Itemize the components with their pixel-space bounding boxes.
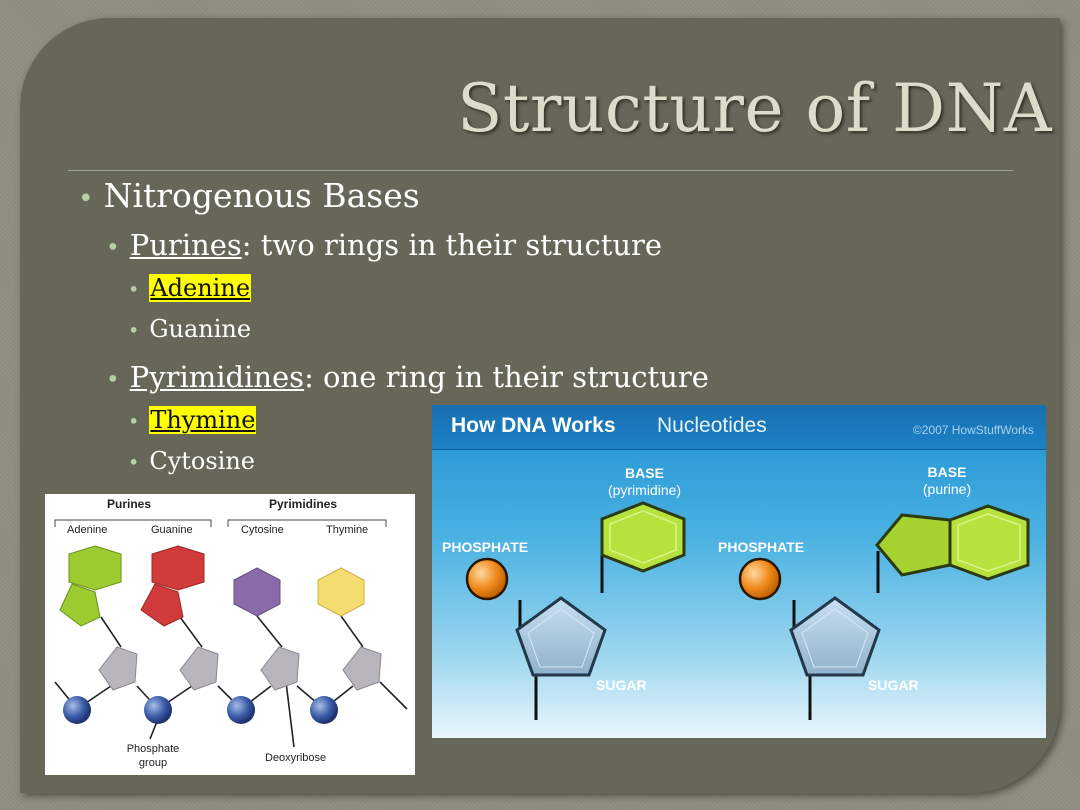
bullet-cytosine: • Cytosine [128, 447, 255, 475]
bullet-adenine: • Adenine [128, 274, 252, 302]
figure-title: How DNA Works [451, 414, 616, 437]
adenine-caption: Adenine [67, 524, 108, 536]
purines-header: Purines [107, 497, 152, 511]
phosphate-group-caption: Phosphate group [126, 743, 180, 769]
left-sugar-label: SUGAR [596, 677, 647, 693]
title-divider [68, 170, 1013, 171]
bullet-dot-icon: • [128, 319, 140, 342]
right-base-word: BASE [927, 464, 967, 480]
bullet-dot-icon: • [128, 278, 140, 301]
cytosine-label: Cytosine [149, 447, 255, 475]
adenine-label: Adenine [149, 274, 252, 302]
nucleotide-chain-diagram [54, 519, 408, 748]
slide-title: Structure of DNA [457, 70, 1052, 147]
bullet-dot-icon: • [128, 451, 140, 474]
left-base-label: BASE (pyrimidine) [597, 465, 692, 499]
left-phosphate-label: PHOSPHATE [442, 539, 529, 555]
nucleotides-diagram [465, 501, 1030, 720]
guanine-caption: Guanine [151, 524, 193, 536]
figure-header: How DNA Works Nucleotides ©2007 HowStuff… [432, 405, 1046, 450]
deoxyribose-caption: Deoxyribose [265, 752, 327, 764]
figure-subtitle: Nucleotides [657, 414, 767, 437]
bullet-purines: • Purines: two rings in their structure [106, 228, 662, 262]
pyrimidines-desc: : one ring in their structure [304, 360, 709, 394]
figure-copyright: ©2007 HowStuffWorks [912, 423, 1034, 437]
bullet-guanine: • Guanine [128, 315, 251, 343]
bullet-dot-icon: • [106, 365, 120, 393]
thymine-caption: Thymine [326, 524, 369, 536]
pyrimidines-header: Pyrimidines [269, 497, 338, 511]
right-base-type: (purine) [922, 481, 972, 497]
bullet-nitrogenous-bases: • Nitrogenous Bases [78, 176, 420, 215]
right-sugar-label: SUGAR [868, 677, 919, 693]
bullet-text: Nitrogenous Bases [103, 176, 420, 215]
left-base-type: (pyrimidine) [607, 482, 682, 498]
cytosine-caption: Cytosine [241, 524, 284, 536]
how-dna-works-figure: How DNA Works Nucleotides ©2007 HowStuff… [432, 405, 1046, 738]
left-base-word: BASE [625, 465, 664, 481]
bullet-dot-icon: • [78, 182, 94, 214]
bullet-pyrimidines: • Pyrimidines: one ring in their structur… [106, 360, 709, 394]
thymine-label: Thymine [149, 406, 257, 434]
bullet-thymine: • Thymine [128, 406, 257, 434]
guanine-label: Guanine [149, 315, 252, 343]
purines-desc: : two rings in their structure [241, 228, 663, 262]
purines-pyrimidines-figure: Purines Pyrimidines [45, 494, 415, 775]
right-phosphate-label: PHOSPHATE [718, 539, 805, 555]
pyrimidines-term: Pyrimidines [129, 360, 305, 394]
purines-term: Purines [129, 228, 242, 262]
right-base-label: BASE (purine) [902, 464, 992, 498]
bullet-dot-icon: • [128, 410, 140, 433]
bullet-dot-icon: • [106, 233, 120, 261]
